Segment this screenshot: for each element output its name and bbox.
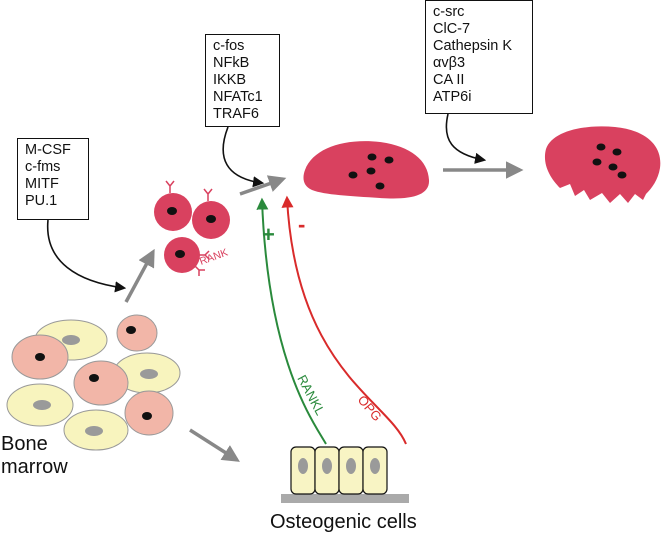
marker-item: TRAF6 bbox=[213, 106, 259, 122]
marker-item: M-CSF bbox=[25, 142, 71, 158]
rankl-arrow bbox=[256, 197, 327, 445]
opg-arrow bbox=[281, 195, 407, 445]
to-osteoclast-arrow bbox=[239, 175, 287, 196]
marker-item: MITF bbox=[25, 176, 59, 192]
rank-label: RANK bbox=[198, 247, 230, 268]
mature-box-arrow bbox=[445, 113, 487, 164]
marker-item: αvβ3 bbox=[433, 55, 466, 71]
marker-item: Cathepsin K bbox=[433, 38, 512, 54]
marker-item: c-fms bbox=[25, 159, 61, 175]
marker-item: ClC-7 bbox=[433, 21, 471, 37]
opg-label: OPG bbox=[355, 392, 385, 424]
marker-item: c-src bbox=[433, 4, 465, 20]
marker-item: ATP6i bbox=[433, 89, 472, 105]
marker-item: NFATc1 bbox=[213, 89, 263, 105]
osteoclast-cell bbox=[303, 141, 430, 199]
early-box-arrow bbox=[46, 219, 127, 293]
osteogenic-cells bbox=[281, 446, 409, 503]
bone-marrow-label: Bone marrow bbox=[1, 433, 68, 478]
precursor-box-arrow bbox=[222, 126, 265, 188]
to-precursor-arrow bbox=[124, 248, 155, 303]
osteogenic-cells-label: Osteogenic cells bbox=[270, 511, 417, 533]
marker-item: c-fos bbox=[213, 38, 245, 54]
precursor-marker-box: c-fos NFkB IKKB NFATc1 TRAF6 bbox=[205, 34, 280, 127]
minus-sign: - bbox=[298, 212, 305, 237]
marker-item: CA II bbox=[433, 72, 465, 88]
mature-marker-box: c-src ClC-7 Cathepsin K αvβ3 CA II ATP6i bbox=[425, 0, 533, 114]
rank-receptor bbox=[165, 180, 213, 276]
marker-item: NFkB bbox=[213, 55, 250, 71]
early-marker-box: M-CSF c-fms MITF PU.1 bbox=[17, 138, 89, 220]
to-osteogenic-arrow bbox=[189, 428, 240, 462]
osteoclast-nuclei bbox=[348, 153, 394, 190]
precursor-cells bbox=[154, 180, 230, 276]
marker-item: PU.1 bbox=[25, 193, 58, 209]
active-osteoclast-nuclei bbox=[592, 143, 627, 179]
bone-marrow-cells bbox=[6, 314, 181, 451]
active-osteoclast-cell bbox=[544, 126, 661, 203]
plus-sign: + bbox=[262, 222, 275, 247]
marker-item: IKKB bbox=[213, 72, 247, 88]
